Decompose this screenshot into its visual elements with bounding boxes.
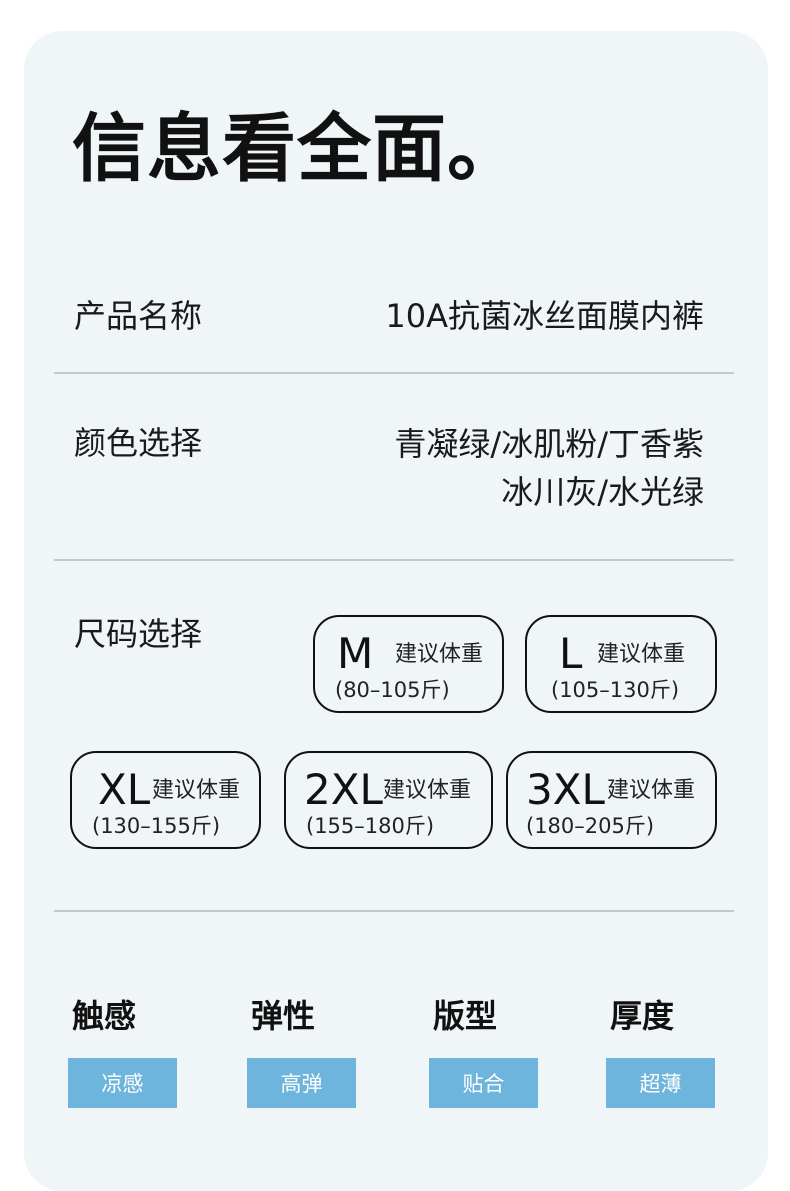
product-name-value: 10A抗菌冰丝面膜内裤 — [385, 297, 704, 335]
divider — [54, 559, 734, 561]
size-code: XL — [98, 765, 151, 814]
size-code: 2XL — [304, 765, 383, 814]
size-weight-range: (130–155斤) — [92, 814, 221, 838]
feature-title-fit: 版型 — [433, 997, 498, 1035]
page-title: 信息看全面。 — [72, 106, 522, 192]
size-weight-range: (80–105斤) — [335, 678, 450, 702]
feature-title-elasticity: 弹性 — [251, 997, 316, 1035]
feature-tag-thickness: 超薄 — [606, 1058, 715, 1108]
size-option-m[interactable]: M 建议体重 (80–105斤) — [313, 615, 504, 713]
product-name-label: 产品名称 — [74, 297, 203, 335]
size-weight-note: 建议体重 — [395, 642, 484, 667]
size-option-l[interactable]: L 建议体重 (105–130斤) — [525, 615, 717, 713]
size-code: 3XL — [526, 765, 605, 814]
feature-tag-fit: 贴合 — [429, 1058, 538, 1108]
feature-title-touch: 触感 — [72, 997, 137, 1035]
size-code: L — [559, 629, 583, 678]
size-code: M — [337, 629, 374, 678]
feature-tag-elasticity: 高弹 — [247, 1058, 356, 1108]
size-weight-note: 建议体重 — [383, 778, 472, 803]
color-options-line-1: 青凝绿/冰肌粉/丁香紫 — [394, 425, 704, 463]
size-weight-note: 建议体重 — [152, 778, 241, 803]
size-weight-note: 建议体重 — [597, 642, 686, 667]
feature-title-thickness: 厚度 — [610, 997, 675, 1035]
size-weight-range: (180–205斤) — [526, 814, 655, 838]
size-option-xl[interactable]: XL 建议体重 (130–155斤) — [70, 751, 261, 849]
color-label: 颜色选择 — [74, 424, 203, 462]
size-option-2xl[interactable]: 2XL 建议体重 (155–180斤) — [284, 751, 493, 849]
color-options-line-2: 冰川灰/水光绿 — [501, 473, 704, 511]
size-label: 尺码选择 — [74, 615, 203, 653]
info-card — [24, 31, 768, 1191]
color-options: 青凝绿/冰肌粉/丁香紫 冰川灰/水光绿 — [394, 420, 704, 516]
divider — [54, 372, 734, 374]
feature-tag-touch: 凉感 — [68, 1058, 177, 1108]
divider — [54, 910, 734, 912]
size-weight-note: 建议体重 — [607, 778, 696, 803]
size-weight-range: (155–180斤) — [306, 814, 435, 838]
size-option-3xl[interactable]: 3XL 建议体重 (180–205斤) — [506, 751, 717, 849]
size-weight-range: (105–130斤) — [551, 678, 680, 702]
